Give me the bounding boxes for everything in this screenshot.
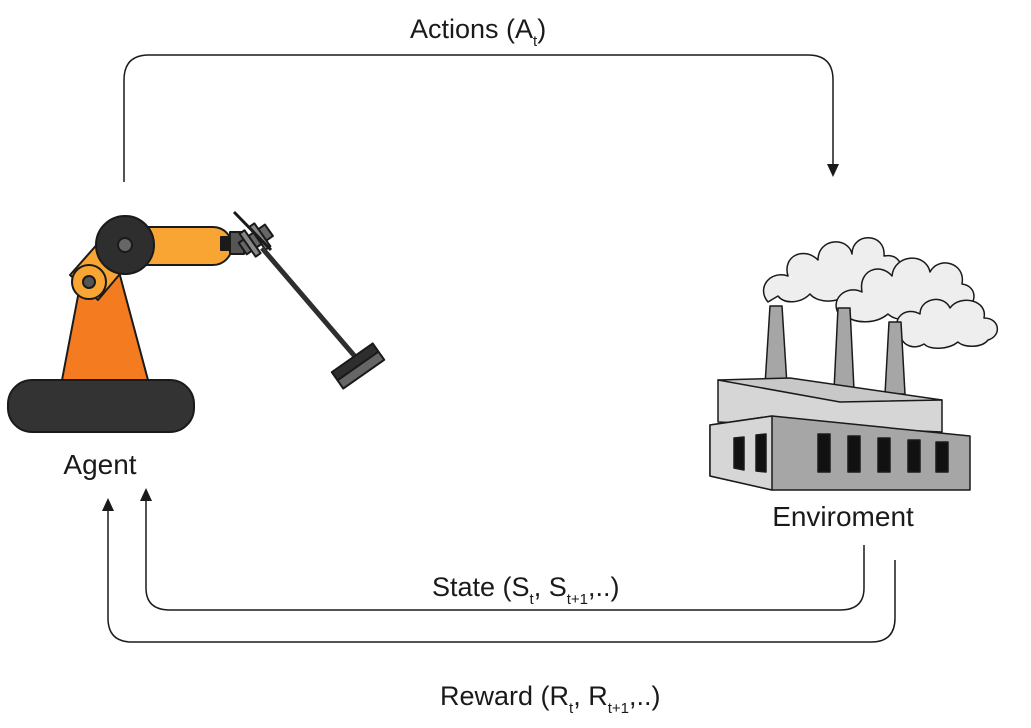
state-arrowhead — [140, 488, 152, 501]
actions-label: Actions (At) — [410, 14, 546, 50]
robot-arm-icon — [7, 210, 386, 433]
state-label: State (St, St+1,..) — [432, 572, 620, 608]
reward-arrowhead — [102, 498, 114, 511]
state-arrow — [145, 500, 865, 611]
factory-icon — [709, 237, 998, 491]
agent-label: Agent — [63, 449, 136, 480]
smoke-icon — [762, 237, 998, 349]
actions-arrowhead — [827, 164, 839, 177]
reward-arrow — [107, 510, 896, 643]
reward-label: Reward (Rt, Rt+1,..) — [440, 681, 661, 717]
actions-arrow — [123, 54, 834, 182]
environment-label: Enviroment — [772, 501, 914, 532]
